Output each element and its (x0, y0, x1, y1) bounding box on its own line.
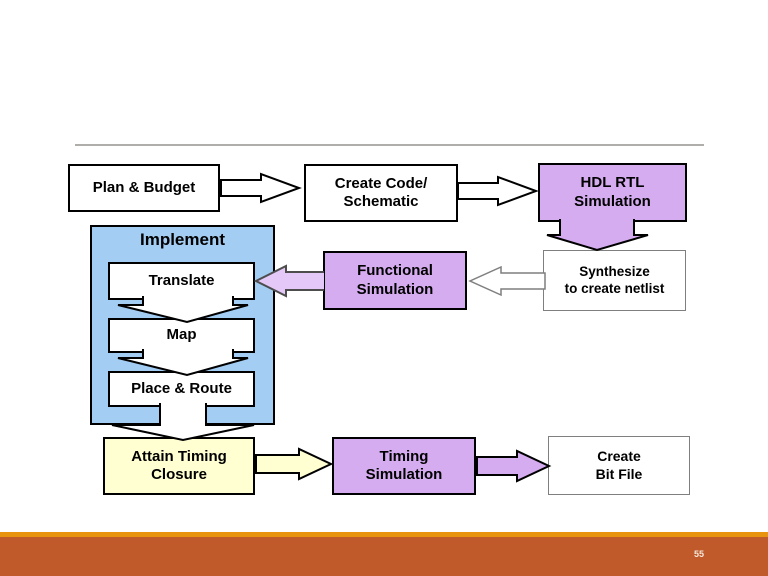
attain-line2: Closure (151, 466, 207, 483)
timing-line2: Simulation (365, 466, 443, 483)
box-timing-simulation: Timing Simulation (332, 437, 476, 495)
plan-budget-label: Plan & Budget (92, 178, 196, 196)
synthesize-line2: to create netlist (564, 280, 665, 296)
implement-title: Implement (139, 230, 226, 249)
hdl-rtl-line2: Simulation (574, 192, 651, 210)
create-bit-line2: Bit File (595, 465, 643, 482)
hdl-rtl-line1: HDL RTL (580, 174, 645, 192)
arrow-plan-to-create-code (220, 172, 302, 204)
box-plan-budget: Plan & Budget (68, 164, 220, 212)
box-map: Map (108, 318, 255, 353)
create-bit-line1: Create (597, 448, 641, 465)
footer-bar (0, 537, 768, 576)
top-rule-divider (75, 144, 704, 146)
footer-accent-strip (0, 532, 768, 537)
arrow-create-code-to-hdl (457, 175, 539, 207)
map-label: Map (166, 326, 197, 344)
functional-line2: Simulation (356, 280, 434, 298)
arrow-timing-to-create-bit (476, 449, 552, 483)
box-attain-timing-closure: Attain Timing Closure (103, 437, 255, 495)
translate-label: Translate (148, 271, 215, 289)
box-place-route: Place & Route (108, 371, 255, 407)
page-number: 55 (693, 549, 704, 559)
box-synthesize: Synthesize to create netlist (543, 250, 686, 311)
arrow-synthesize-to-functional (468, 265, 546, 297)
place-route-label: Place & Route (131, 379, 232, 397)
box-create-code: Create Code/ Schematic (304, 164, 458, 222)
attain-line1: Attain Timing (131, 447, 227, 465)
arrow-hdl-to-synthesize (546, 219, 649, 252)
synthesize-line1: Synthesize (579, 264, 650, 280)
arrow-attain-to-timing (255, 447, 334, 481)
box-create-bit-file: Create Bit File (548, 436, 690, 495)
box-functional-simulation: Functional Simulation (323, 251, 467, 310)
functional-line1: Functional (357, 262, 433, 280)
box-translate: Translate (108, 262, 255, 300)
create-code-line2: Schematic (343, 193, 419, 210)
timing-line1: Timing (379, 447, 429, 465)
box-hdl-rtl-simulation: HDL RTL Simulation (538, 163, 687, 222)
create-code-line1: Create Code/ (334, 174, 428, 192)
